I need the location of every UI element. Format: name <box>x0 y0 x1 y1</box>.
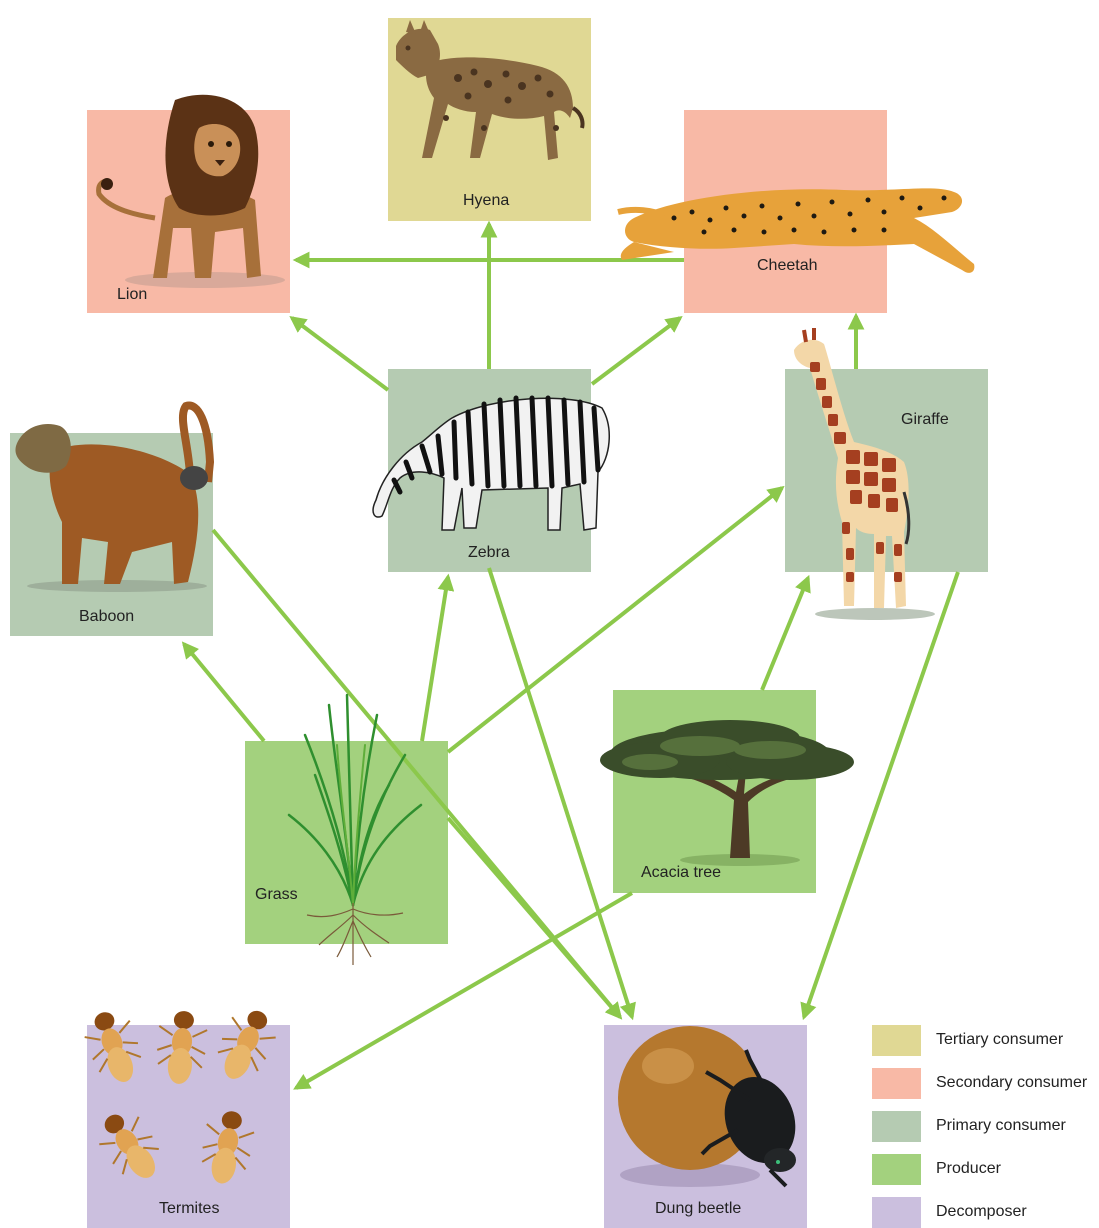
baboon-label: Baboon <box>79 608 134 626</box>
arrow-zebra-to-cheetah <box>592 318 680 384</box>
dung-beetle-label: Dung beetle <box>655 1200 741 1218</box>
acacia-tree-icon <box>580 710 860 870</box>
baboon-icon <box>12 402 217 592</box>
zebra-label: Zebra <box>468 544 510 562</box>
cheetah-label: Cheetah <box>757 257 818 275</box>
lion-label: Lion <box>117 286 147 304</box>
grass-label: Grass <box>255 886 298 904</box>
zebra-icon <box>372 388 617 538</box>
arrow-zebra-to-lion <box>292 318 388 390</box>
arrow-grass-to-baboon <box>184 644 264 741</box>
arrow-grass-to-zebra <box>422 577 448 741</box>
lion-icon <box>95 88 285 293</box>
giraffe-label: Giraffe <box>901 411 949 429</box>
termites-label: Termites <box>159 1200 219 1218</box>
termites-icon <box>72 1002 297 1202</box>
hyena-icon <box>388 8 591 193</box>
giraffe-icon <box>780 322 940 622</box>
dung-beetle-icon <box>610 1010 810 1200</box>
hyena-label: Hyena <box>463 192 509 210</box>
grass-icon <box>285 695 425 970</box>
acacia-tree-label: Acacia tree <box>641 864 721 882</box>
